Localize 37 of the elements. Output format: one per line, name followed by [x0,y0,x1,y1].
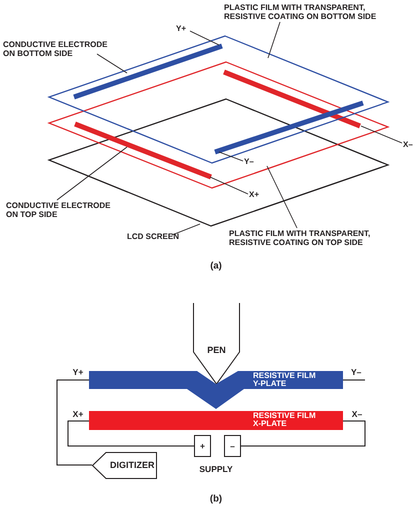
figure-caption: (a) [210,260,222,272]
film-outline [47,61,390,189]
electrode-label: CONDUCTIVE ELECTRODE ON TOP SIDE [6,201,121,220]
figure-caption: (b) [210,494,222,504]
screen-label: LCD SCREEN [127,232,180,242]
film-label: PLASTIC FILM WITH TRANSPARENT, RESISTIVE COATING ON TOP SIDE [229,229,414,248]
pen-label: PEN [206,345,227,355]
plate-label: RESISTIVE FILM X-PLATE [253,412,317,429]
terminal-label: Y+ [176,24,186,34]
leader-line [268,22,280,58]
leader-line [190,30,220,46]
wire [56,380,92,466]
terminal-label: X+ [72,409,84,419]
film-label: PLASTIC FILM WITH TRANSPARENT, RESISTIVE COATING ON BOTTOM SIDE [224,3,409,22]
wire [240,420,366,446]
electrode-strip [223,70,361,128]
terminal-label: X– [352,409,362,419]
terminal-label: X+ [249,190,260,200]
supply-terminal: – [224,435,241,457]
digitizer-label: DIGITIZER [110,460,154,470]
supply-terminal: + [194,435,211,457]
electrode-strip [214,100,364,154]
terminal-label: Y– [351,368,362,378]
leader-line [172,224,200,236]
leader-line [96,54,128,74]
wire [68,420,194,446]
leader-line [360,126,402,144]
plate-label: RESISTIVE FILM Y-PLATE [253,372,317,388]
leader-line [218,152,244,162]
terminal-label: Y– [244,157,254,166]
electrode-label: CONDUCTIVE ELECTRODE ON BOTTOM SIDE [3,40,118,58]
leader-line [210,176,248,194]
leader-line [266,166,298,228]
electrode-strip [74,122,212,180]
terminal-label: Y+ [72,367,84,377]
terminal-label: X– [403,140,413,150]
supply-label: SUPPLY [199,464,233,474]
